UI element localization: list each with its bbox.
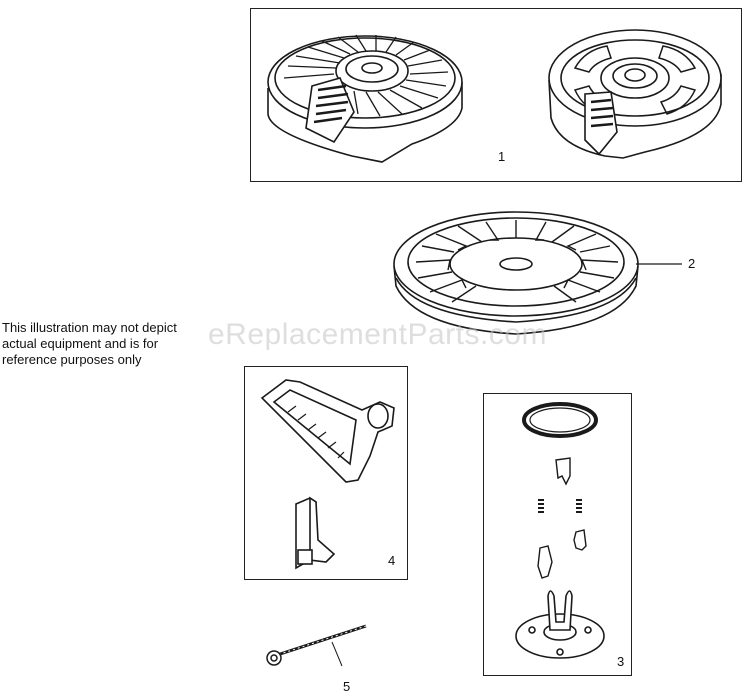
pawl-kit-drawing — [515, 402, 605, 659]
disclaimer-line-1: This illustration may not depict — [2, 320, 177, 335]
callout-2: 2 — [688, 256, 696, 271]
disclaimer-line-2: actual equipment and is for — [2, 336, 159, 351]
pulley-drawing — [393, 211, 682, 335]
part-4-frame — [244, 366, 408, 580]
callout-4: 4 — [388, 553, 396, 568]
disclaimer-text: This illustration may not depict actual … — [2, 320, 237, 368]
part-3-frame — [483, 393, 632, 676]
part-1-frame — [250, 8, 742, 182]
starter-handle-drawing — [260, 379, 395, 570]
starter-rope-drawing — [266, 624, 367, 667]
callout-5: 5 — [343, 679, 351, 694]
disclaimer-line-3: reference purposes only — [2, 352, 142, 367]
recoil-starter-front-drawing — [267, 34, 463, 163]
recoil-starter-back-drawing — [548, 29, 722, 159]
callout-3: 3 — [617, 654, 625, 669]
callout-1: 1 — [498, 149, 506, 164]
watermark-text: eReplacementParts.com — [208, 318, 547, 351]
